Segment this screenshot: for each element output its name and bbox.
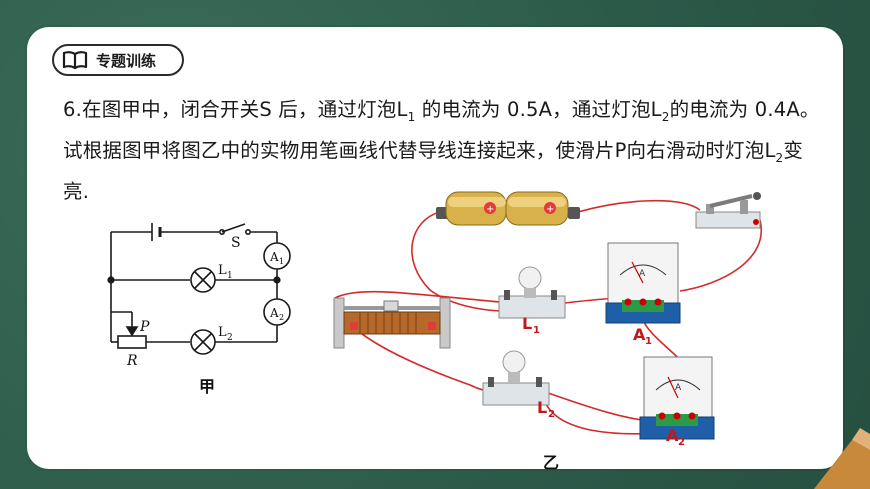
question-sub2: 2 [661, 109, 670, 124]
ammeter-a2-device [639, 356, 715, 440]
ammeter2-label: A [269, 306, 279, 320]
switch-blade [221, 223, 246, 233]
question-seg4: 变亮. [63, 138, 804, 203]
topic-label: 专题训练 [96, 51, 157, 70]
slider-label: P [139, 319, 150, 335]
ammeter2-face-letter: A [675, 383, 682, 393]
svg-text:+: + [486, 204, 494, 215]
svg-text:+: + [546, 204, 554, 215]
topic-badge: 专题训练 [52, 44, 184, 76]
ammeter1-face-letter: A [639, 269, 646, 279]
knife-switch [695, 192, 761, 229]
lamp-l2-device [482, 350, 550, 406]
ammeter2-device-sub: 2 [678, 437, 685, 448]
battery-pack: + + [436, 191, 580, 226]
schematic-diagram [107, 223, 291, 355]
lamp1-device-label: L [522, 314, 532, 333]
question-sub1: 1 [407, 109, 416, 124]
lamp1-device-sub: 1 [533, 325, 540, 336]
physical-caption: 乙 [543, 453, 559, 472]
ammeter-a1-device [605, 242, 681, 324]
question-sub3: 2 [775, 150, 784, 165]
question-seg2: 的电流为 0.5A，通过灯泡L [415, 98, 662, 121]
ammeter1-device-label: A [633, 325, 646, 344]
ammeter1-sub: 1 [279, 257, 284, 266]
schematic-lamp1-sub: 1 [227, 271, 233, 281]
lamp2-device-sub: 2 [548, 409, 555, 420]
switch-label: S [231, 235, 241, 251]
question-seg1: 在图甲中，闭合开关S 后，通过灯泡L [82, 98, 408, 121]
rheostat-device [333, 297, 451, 349]
rheostat-symbol [117, 335, 147, 349]
slider-arrow [125, 326, 139, 337]
pencil-decoration [814, 428, 870, 489]
ammeter2-device-label: A [666, 426, 679, 445]
lamp2-device-label: L [537, 398, 547, 417]
ammeter2-sub: 2 [279, 313, 284, 322]
schematic-lamp1-label: L [218, 263, 227, 278]
question-seg3: 的电流为 0.4A。试根据图甲将图乙中的实物用笔画线代替导线连接起来，使滑片P向… [63, 98, 820, 162]
physical-diagram: + + [333, 191, 763, 472]
schematic-caption: 甲 [199, 377, 215, 396]
schematic-lamp2-label: L [218, 325, 227, 340]
lamp-l1-device [498, 266, 566, 319]
open-book-icon [62, 51, 88, 70]
ammeter1-label: A [269, 250, 279, 264]
question-text: 6.在图甲中，闭合开关S 后，通过灯泡L1 的电流为 0.5A，通过灯泡L2的电… [63, 93, 823, 209]
rheostat-label: R [126, 353, 138, 369]
question-number: 6. [63, 98, 83, 121]
schematic-lamp2-sub: 2 [227, 333, 233, 343]
ammeter1-device-sub: 1 [645, 336, 652, 347]
